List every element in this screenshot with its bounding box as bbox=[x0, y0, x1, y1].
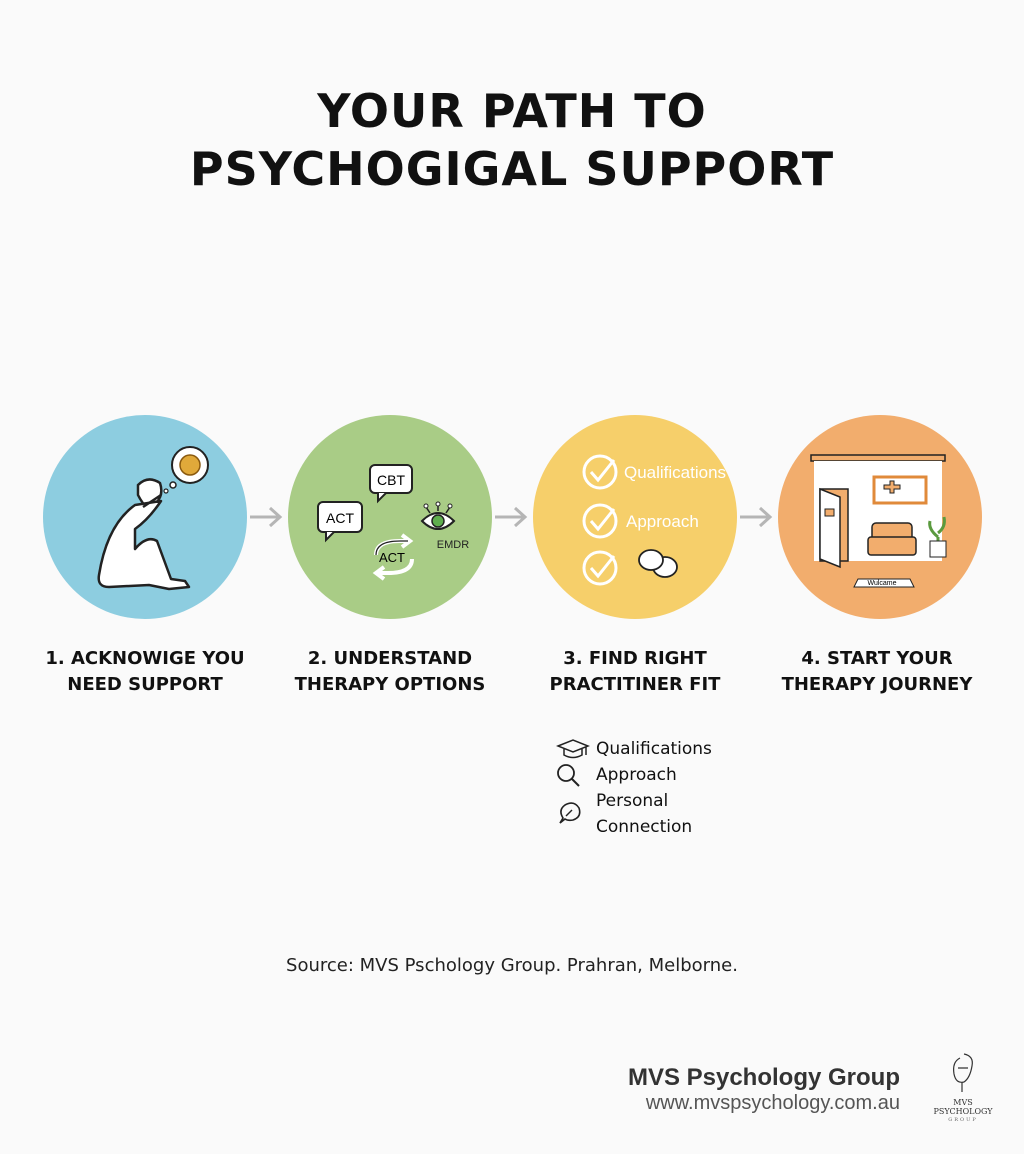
list-item: Qualifications bbox=[556, 736, 712, 762]
step-3-line-2: PRACTITINER FIT bbox=[549, 674, 721, 695]
svg-text:EMDR: EMDR bbox=[437, 539, 469, 551]
chat-bubbles-icon bbox=[638, 549, 678, 578]
logo-line-3: GROUP bbox=[948, 1117, 978, 1123]
step-1-circle bbox=[43, 415, 247, 619]
step-2-line-2: THERAPY OPTIONS bbox=[294, 674, 486, 695]
title-line-1: YOUR PATH TO bbox=[317, 84, 707, 138]
welcome-mat: Wulcame bbox=[867, 580, 896, 587]
step-2-circle: CBT ACT ACT EMDR bbox=[288, 415, 492, 619]
logo-line-1: MVS bbox=[953, 1098, 973, 1107]
speech-bubble-cbt: CBT bbox=[369, 464, 413, 504]
step-4-circle: Wulcame bbox=[778, 415, 982, 619]
graduation-cap-icon bbox=[556, 739, 590, 759]
source-note: Source: MVS Pschology Group. Prahran, Me… bbox=[286, 955, 738, 976]
brand-logo: MVS PSYCHOLOGY GROUP bbox=[928, 1052, 998, 1128]
title-line-2: PSYCHOGIGAL SUPPORT bbox=[189, 142, 835, 196]
step-3-circle: Qualifications Approach bbox=[533, 415, 737, 619]
step-2-line-1: 2. UNDERSTAND bbox=[307, 648, 473, 669]
check-approach: Approach bbox=[626, 512, 699, 531]
fit-connection: Connection bbox=[596, 817, 693, 837]
arrow-right-icon bbox=[250, 506, 283, 528]
checklist-icon: Qualifications Approach bbox=[582, 454, 726, 586]
svg-text:ACT: ACT bbox=[326, 510, 354, 526]
therapy-room-icon: Wulcame bbox=[810, 454, 947, 588]
page-title: YOUR PATH TO PSYCHOGIGAL SUPPORT bbox=[0, 82, 1024, 198]
check-qualifications: Qualifications bbox=[624, 463, 726, 482]
step-4-line-1: 4. START YOUR bbox=[801, 648, 953, 669]
magnifier-icon bbox=[557, 764, 580, 787]
cycle-arrows-icon: ACT bbox=[372, 533, 414, 581]
chat-bubble-icon bbox=[559, 802, 581, 824]
brand-url[interactable]: www.mvspsychology.com.au bbox=[645, 1092, 900, 1114]
svg-text:ACT: ACT bbox=[379, 550, 405, 565]
step-3-line-1: 3. FIND RIGHT bbox=[563, 648, 707, 669]
step-4-label: 4. START YOUR THERAPY JOURNEY bbox=[757, 646, 997, 698]
arrow-right-icon bbox=[740, 506, 773, 528]
speech-bubble-act: ACT bbox=[317, 501, 363, 543]
therapy-options-icon: CBT ACT ACT EMDR bbox=[317, 464, 469, 581]
brand-name: MVS Psychology Group bbox=[627, 1064, 900, 1091]
step-1-line-2: NEED SUPPORT bbox=[67, 674, 223, 695]
list-item: Approach bbox=[556, 762, 712, 788]
svg-text:CBT: CBT bbox=[377, 472, 405, 488]
eye-icon: EMDR bbox=[420, 501, 469, 551]
step-1-line-1: 1. ACKNOWIGE YOU bbox=[45, 648, 245, 669]
step-3-label: 3. FIND RIGHT PRACTITINER FIT bbox=[515, 646, 755, 698]
arrow-right-icon bbox=[495, 506, 528, 528]
step-2-label: 2. UNDERSTAND THERAPY OPTIONS bbox=[270, 646, 510, 698]
fit-approach: Approach bbox=[596, 765, 677, 785]
step-4-line-2: THERAPY JOURNEY bbox=[781, 674, 973, 695]
fit-personal: Personal bbox=[596, 791, 669, 811]
logo-line-2: PSYCHOLOGY bbox=[933, 1107, 993, 1116]
person-thinking-icon bbox=[97, 446, 209, 591]
face-line-logo-icon bbox=[953, 1053, 973, 1092]
step-1-label: 1. ACKNOWIGE YOU NEED SUPPORT bbox=[25, 646, 265, 698]
brand-block: MVS Psychology Group www.mvspsychology.c… bbox=[628, 1064, 900, 1115]
fit-qualifications: Qualifications bbox=[596, 739, 712, 759]
